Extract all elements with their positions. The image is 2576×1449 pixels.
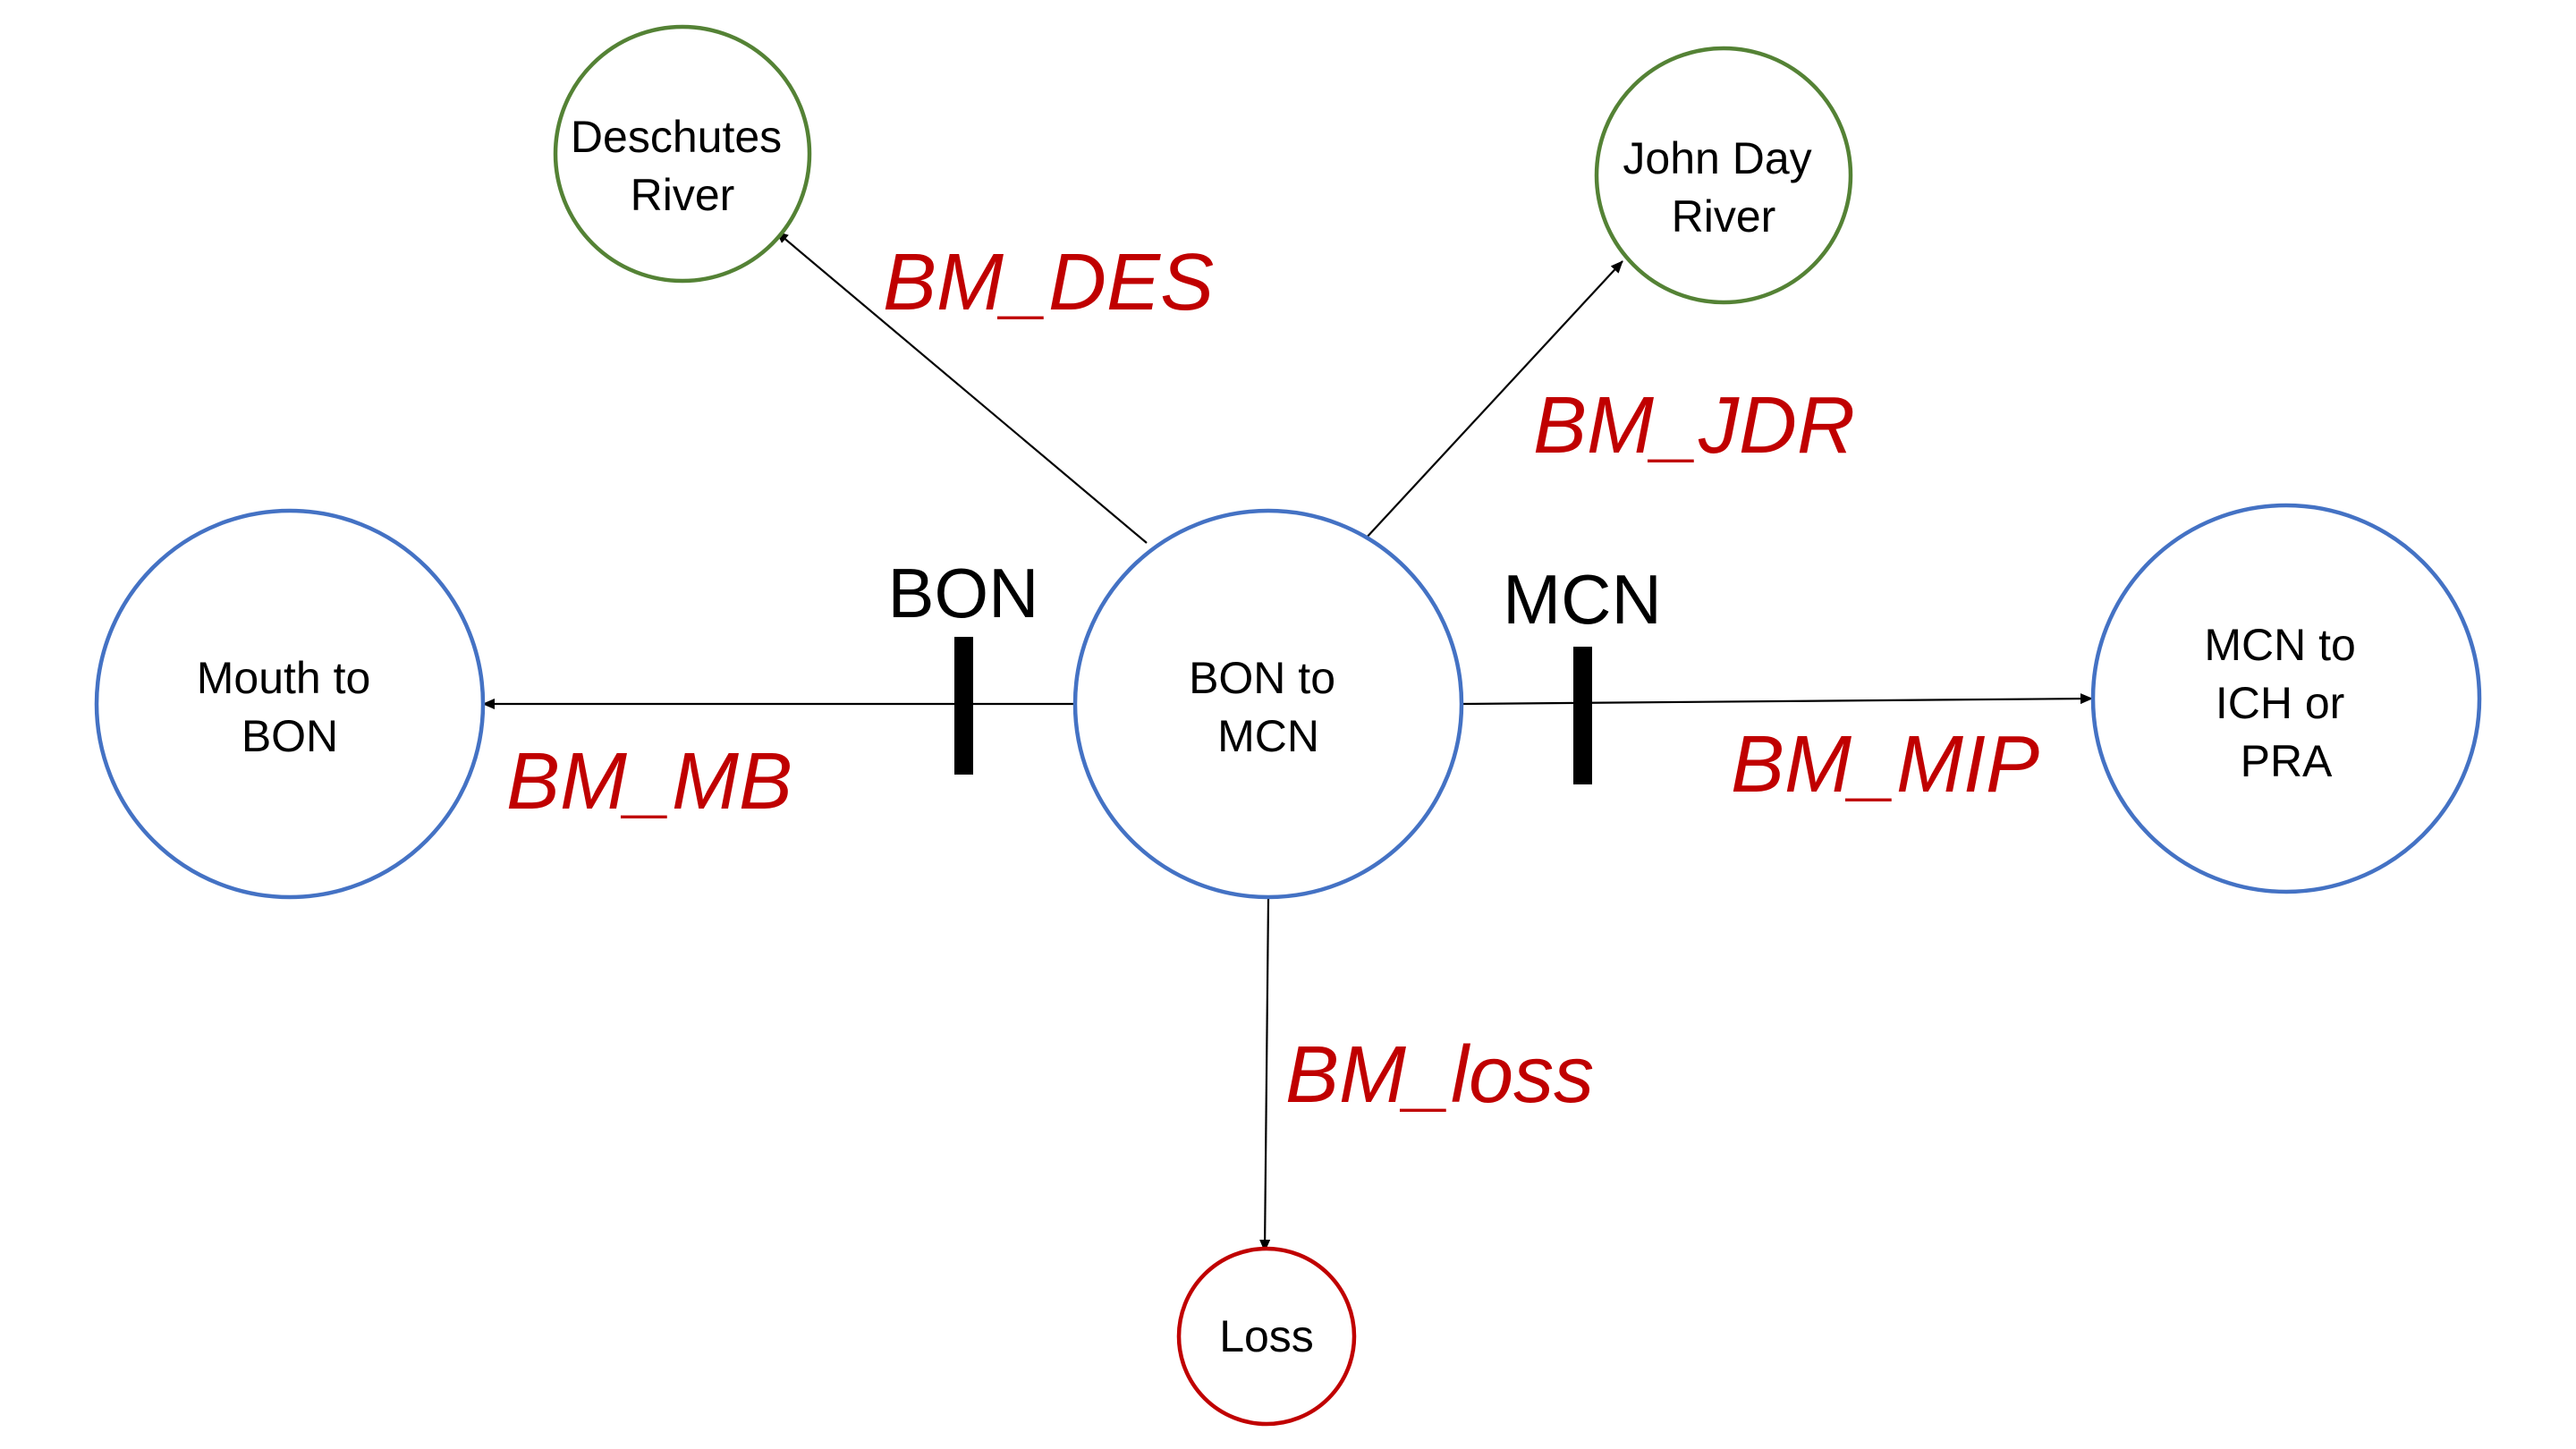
node-john-day-river-line-2: River bbox=[1672, 191, 1776, 242]
edge-label-bm-mip: BM_MIP bbox=[1731, 720, 2039, 809]
node-john-day-river-label: John Day River bbox=[1623, 133, 1824, 242]
bon-dam-bar bbox=[954, 637, 973, 775]
edge-bm-mip-arrow bbox=[1462, 693, 2093, 706]
node-deschutes-river-line-2: River bbox=[631, 170, 735, 220]
node-bon-to-mcn-line-1: BON to bbox=[1189, 653, 1335, 703]
node-deschutes-river: Deschutes River bbox=[553, 24, 812, 284]
node-loss: Loss bbox=[1176, 1246, 1357, 1427]
node-mcn-to-ich-or-pra-line-1: MCN to bbox=[2204, 620, 2355, 670]
node-deschutes-river-line-1: Deschutes bbox=[571, 112, 782, 162]
node-mcn-to-ich-or-pra-label: MCN to ICH or PRA bbox=[2204, 620, 2368, 786]
node-mouth-to-bon-line-2: BON bbox=[242, 711, 338, 761]
edge-label-bm-mb: BM_MB bbox=[506, 737, 792, 826]
mcn-dam-label: MCN bbox=[1503, 560, 1662, 639]
node-john-day-river-circle bbox=[1594, 46, 1853, 305]
node-loss-line-1: Loss bbox=[1219, 1311, 1314, 1361]
node-bon-to-mcn-label: BON to MCN bbox=[1189, 653, 1348, 761]
node-deschutes-river-circle bbox=[553, 24, 812, 284]
node-john-day-river: John Day River bbox=[1594, 46, 1853, 305]
node-deschutes-river-label: Deschutes River bbox=[571, 112, 794, 220]
node-mouth-to-bon-label: Mouth to BON bbox=[197, 653, 383, 761]
node-john-day-river-line-1: John Day bbox=[1623, 133, 1811, 183]
mcn-dam-bar bbox=[1573, 647, 1592, 784]
node-bon-to-mcn-line-2: MCN bbox=[1217, 711, 1319, 761]
edge-bm-loss-arrow bbox=[1259, 898, 1271, 1252]
node-loss-label: Loss bbox=[1219, 1311, 1314, 1361]
edge-bm-des-arrow bbox=[775, 231, 1148, 544]
edge-label-bm-loss: BM_loss bbox=[1285, 1030, 1594, 1120]
edge-label-bm-jdr: BM_JDR bbox=[1533, 381, 1855, 470]
node-mcn-to-ich-or-pra-line-2: ICH or bbox=[2216, 678, 2344, 728]
node-bon-to-mcn-circle bbox=[1072, 508, 1464, 900]
node-bon-to-mcn: BON to MCN bbox=[1072, 508, 1464, 900]
bon-dam-label: BON bbox=[887, 554, 1038, 632]
node-mouth-to-bon-circle bbox=[94, 508, 486, 900]
node-mcn-to-ich-or-pra: MCN to ICH or PRA bbox=[2090, 503, 2482, 894]
node-mouth-to-bon-line-1: Mouth to bbox=[197, 653, 371, 703]
node-mcn-to-ich-or-pra-line-3: PRA bbox=[2241, 736, 2333, 786]
edge-label-bm-des: BM_DES bbox=[883, 238, 1214, 327]
node-mouth-to-bon: Mouth to BON bbox=[94, 508, 486, 900]
node-mcn-to-ich-or-pra-circle bbox=[2090, 503, 2482, 894]
node-loss-circle bbox=[1176, 1246, 1357, 1427]
edge-bm-jdr-arrow bbox=[1363, 260, 1623, 541]
